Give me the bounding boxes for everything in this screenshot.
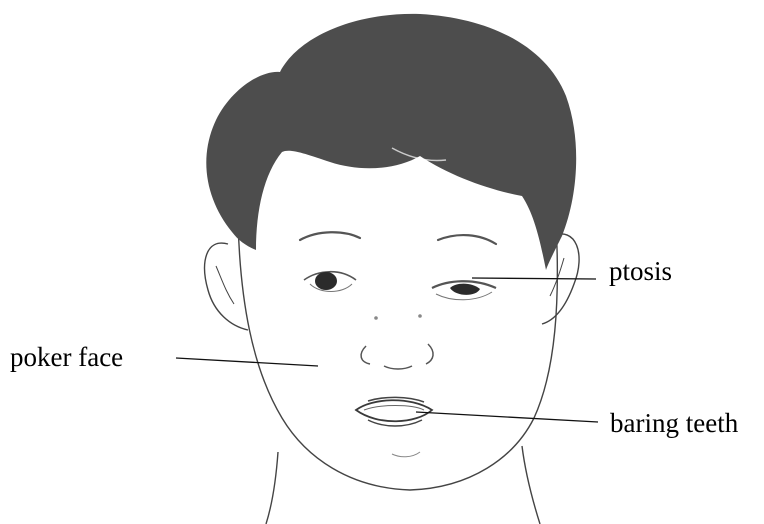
- ptosis-leader-line: [472, 278, 596, 279]
- poker-face-leader-line: [176, 358, 318, 366]
- left-eye: [304, 272, 356, 292]
- eyebrows: [300, 232, 496, 244]
- left-eyebrow: [300, 232, 360, 240]
- ears: [205, 234, 579, 330]
- right-eye-drooping: [432, 281, 496, 300]
- nose: [361, 344, 433, 369]
- baring-teeth-label: baring teeth: [610, 410, 738, 437]
- face-outline: [238, 220, 557, 490]
- right-eyebrow: [438, 235, 496, 244]
- neck: [266, 446, 540, 524]
- hair: [206, 14, 576, 270]
- left-ear: [205, 243, 248, 330]
- poker-face-label: poker face: [10, 344, 123, 371]
- baring-teeth-leader-line: [416, 412, 598, 422]
- ptosis-label: ptosis: [609, 258, 672, 285]
